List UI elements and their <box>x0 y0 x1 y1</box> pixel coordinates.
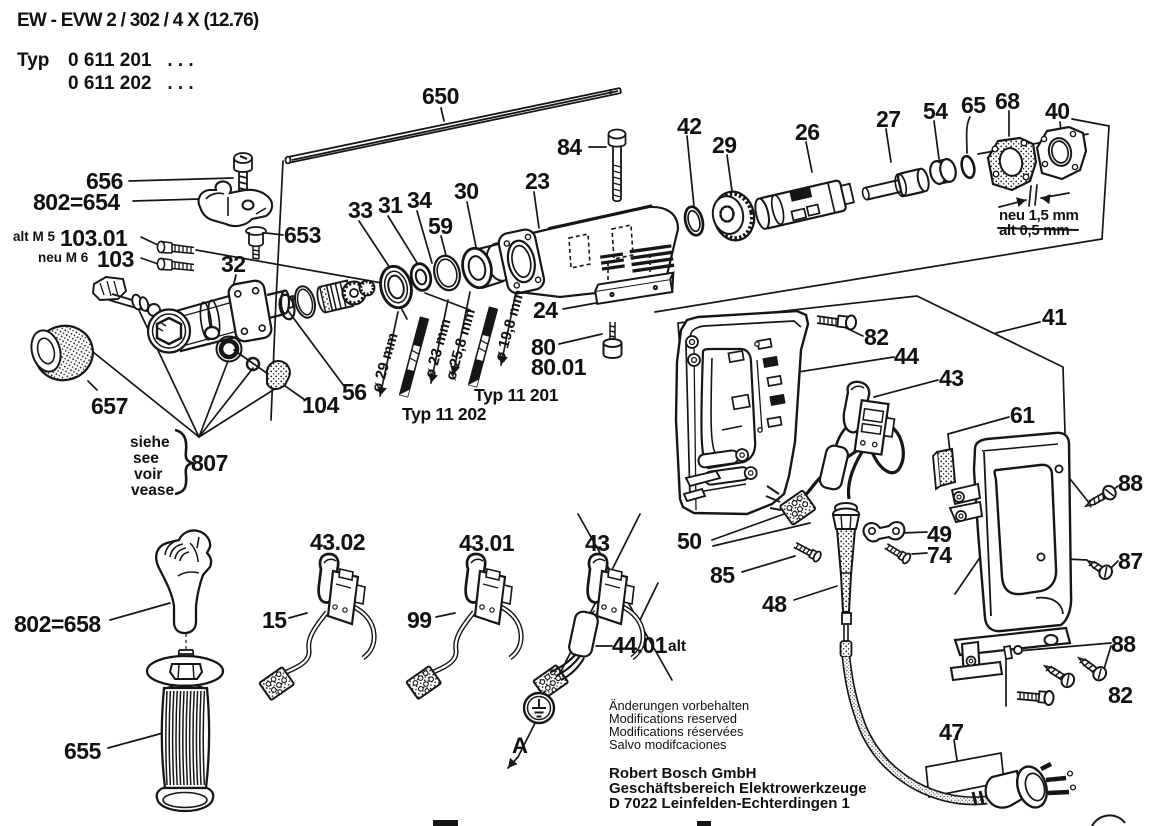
svg-text:103.01: 103.01 <box>60 225 128 251</box>
svg-text:Salvo modifcaciones: Salvo modifcaciones <box>609 737 726 752</box>
svg-text:Änderungen vorbehalten: Änderungen vorbehalten <box>609 698 749 713</box>
svg-text:EW - EVW 2 / 302 / 4 X (12.76): EW - EVW 2 / 302 / 4 X (12.76) <box>17 10 259 31</box>
svg-text:Typ: Typ <box>17 50 49 71</box>
svg-text:Typ 11 201: Typ 11 201 <box>474 385 559 405</box>
svg-text:61: 61 <box>1010 402 1035 428</box>
svg-text:43: 43 <box>585 530 610 556</box>
svg-text:see: see <box>133 450 159 467</box>
svg-text:31: 31 <box>378 192 403 218</box>
svg-text:44: 44 <box>894 343 919 369</box>
svg-text:99: 99 <box>407 607 432 633</box>
svg-text:56: 56 <box>342 379 367 405</box>
svg-text:88: 88 <box>1118 470 1143 496</box>
svg-text:103: 103 <box>97 246 134 272</box>
svg-text:voir: voir <box>134 466 162 483</box>
svg-text:vease: vease <box>131 482 174 499</box>
svg-text:807: 807 <box>191 450 228 476</box>
svg-text:43.02: 43.02 <box>310 529 365 555</box>
svg-text:26: 26 <box>795 119 820 145</box>
svg-text:656: 656 <box>86 168 123 194</box>
svg-text:85: 85 <box>710 562 735 588</box>
svg-text:40: 40 <box>1045 98 1070 124</box>
svg-text:82: 82 <box>1108 682 1133 708</box>
svg-text:655: 655 <box>64 738 102 764</box>
svg-text:Modifications réservées: Modifications réservées <box>609 724 743 739</box>
svg-text:0 611 202 . . .: 0 611 202 . . . <box>68 73 194 94</box>
svg-text:siehe: siehe <box>130 434 170 451</box>
svg-text:neu 1,5 mm: neu 1,5 mm <box>999 207 1079 224</box>
svg-text:80: 80 <box>531 334 556 360</box>
svg-text:43.01: 43.01 <box>459 530 515 556</box>
svg-text:65: 65 <box>961 92 986 118</box>
svg-text:29: 29 <box>712 132 737 158</box>
svg-text:650: 650 <box>422 83 459 109</box>
svg-text:47: 47 <box>939 719 964 745</box>
svg-text:43: 43 <box>939 365 964 391</box>
svg-text:34: 34 <box>407 187 432 213</box>
svg-text:80.01: 80.01 <box>531 354 587 380</box>
svg-text:54: 54 <box>923 98 948 124</box>
svg-text:88: 88 <box>1111 631 1136 657</box>
svg-text:49: 49 <box>927 521 952 547</box>
svg-text:33: 33 <box>348 197 373 223</box>
svg-text:alt: alt <box>668 638 686 655</box>
svg-text:D 7022 Leinfelden-Echterdingen: D 7022 Leinfelden-Echterdingen 1 <box>609 795 850 812</box>
svg-text:104: 104 <box>302 392 340 418</box>
svg-text:27: 27 <box>876 106 901 132</box>
svg-text:0 611 201 . . .: 0 611 201 . . . <box>68 50 194 71</box>
svg-text:42: 42 <box>677 113 702 139</box>
svg-text:59: 59 <box>428 213 453 239</box>
svg-text:alt M 5: alt M 5 <box>13 229 56 244</box>
svg-text:alt 0,5 mm: alt 0,5 mm <box>999 222 1069 239</box>
svg-text:30: 30 <box>454 178 479 204</box>
svg-text:neu M 6: neu M 6 <box>38 250 89 265</box>
svg-text:15: 15 <box>262 607 287 633</box>
svg-text:82: 82 <box>864 324 889 350</box>
svg-text:44.01: 44.01 <box>612 632 668 658</box>
svg-text:653: 653 <box>284 222 321 248</box>
svg-text:74: 74 <box>927 542 952 568</box>
svg-text:Typ 11 202: Typ 11 202 <box>402 404 487 424</box>
svg-text:50: 50 <box>677 528 702 554</box>
svg-text:84: 84 <box>557 134 582 160</box>
svg-text:23: 23 <box>525 168 550 194</box>
svg-text:A: A <box>512 733 528 758</box>
svg-text:Robert Bosch GmbH: Robert Bosch GmbH <box>609 765 757 782</box>
svg-text:Geschäftsbereich Elektrowerkze: Geschäftsbereich Elektrowerkzeuge <box>609 780 867 797</box>
svg-text:24: 24 <box>533 297 558 323</box>
svg-text:657: 657 <box>91 393 128 419</box>
svg-text:41: 41 <box>1042 304 1067 330</box>
svg-text:48: 48 <box>762 591 787 617</box>
svg-text:802=658: 802=658 <box>14 611 101 637</box>
svg-text:Modifications reserved: Modifications reserved <box>609 711 737 726</box>
svg-text:802=654: 802=654 <box>33 189 120 215</box>
svg-text:87: 87 <box>1118 548 1143 574</box>
svg-text:68: 68 <box>995 88 1020 114</box>
svg-text:32: 32 <box>221 251 246 277</box>
